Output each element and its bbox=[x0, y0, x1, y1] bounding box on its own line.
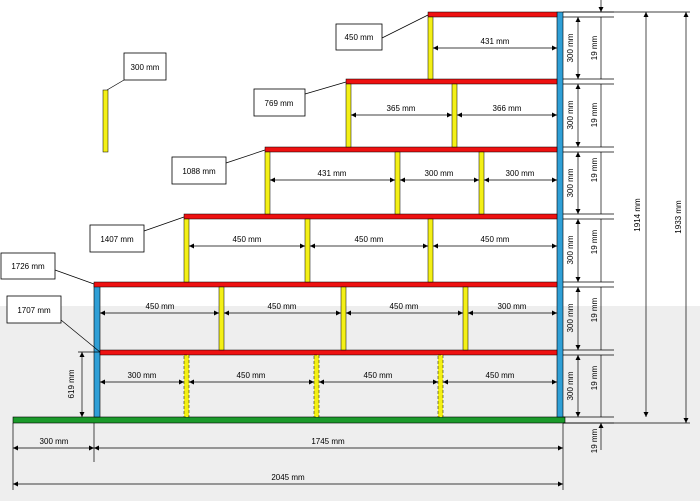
svg-text:300 mm: 300 mm bbox=[506, 169, 535, 178]
dims-row-1: 431 mm bbox=[433, 37, 557, 51]
svg-text:450 mm: 450 mm bbox=[345, 33, 374, 42]
svg-text:300 mm: 300 mm bbox=[566, 235, 575, 264]
shelf-2 bbox=[345, 78, 558, 85]
svg-text:769 mm: 769 mm bbox=[265, 99, 294, 108]
shelf-3 bbox=[264, 146, 558, 153]
svg-text:19 mm: 19 mm bbox=[590, 102, 599, 127]
divider-r6-c bbox=[437, 354, 444, 418]
dims-row-6: 300 mm 450 mm 450 mm 450 mm bbox=[100, 371, 557, 385]
svg-text:450 mm: 450 mm bbox=[233, 235, 262, 244]
callout-top-450: 450 mm bbox=[335, 14, 429, 51]
svg-text:1914 mm: 1914 mm bbox=[633, 198, 642, 232]
shelf-5 bbox=[93, 281, 558, 288]
divider-r2-a bbox=[345, 83, 352, 148]
divider-r3-c bbox=[478, 151, 485, 215]
svg-text:300 mm: 300 mm bbox=[40, 437, 69, 446]
svg-text:300 mm: 300 mm bbox=[498, 302, 527, 311]
svg-text:619 mm: 619 mm bbox=[67, 369, 76, 398]
left-blue-post bbox=[93, 283, 101, 418]
divider-r3-a bbox=[264, 151, 271, 215]
shelf-4 bbox=[183, 213, 558, 220]
svg-text:366 mm: 366 mm bbox=[493, 104, 522, 113]
svg-text:300 mm: 300 mm bbox=[566, 33, 575, 62]
svg-text:19 mm: 19 mm bbox=[590, 297, 599, 322]
svg-text:19 mm: 19 mm bbox=[590, 157, 599, 182]
callout-1726: 1726 mm bbox=[0, 252, 95, 285]
svg-text:431 mm: 431 mm bbox=[318, 169, 347, 178]
right-gap-dims: 300 mm 300 mm 300 mm 300 mm 300 mm 300 m… bbox=[566, 17, 581, 417]
dims-row-2: 365 mm 366 mm bbox=[351, 104, 557, 118]
bottom-extension-lines bbox=[12, 423, 564, 490]
svg-text:450 mm: 450 mm bbox=[364, 371, 393, 380]
dim-619: 619 mm bbox=[67, 351, 100, 417]
dim-1933: 1933 mm bbox=[674, 12, 689, 423]
loose-upright bbox=[102, 89, 109, 153]
dim-bottom-2045: 2045 mm bbox=[13, 473, 563, 487]
svg-text:300 mm: 300 mm bbox=[566, 371, 575, 400]
svg-text:300 mm: 300 mm bbox=[566, 100, 575, 129]
divider-r4-b bbox=[304, 218, 311, 283]
svg-text:19 mm: 19 mm bbox=[590, 365, 599, 390]
svg-text:1726 mm: 1726 mm bbox=[11, 262, 45, 271]
svg-text:365 mm: 365 mm bbox=[387, 104, 416, 113]
svg-text:450 mm: 450 mm bbox=[390, 302, 419, 311]
lower-panel-bg bbox=[0, 306, 700, 501]
dims-row-4: 450 mm 450 mm 450 mm bbox=[189, 235, 557, 249]
svg-text:300 mm: 300 mm bbox=[566, 303, 575, 332]
callout-upright-300: 300 mm bbox=[106, 52, 167, 91]
svg-text:450 mm: 450 mm bbox=[486, 371, 515, 380]
callout-769: 769 mm bbox=[253, 81, 347, 117]
svg-text:1745 mm: 1745 mm bbox=[311, 437, 345, 446]
divider-r4-a bbox=[183, 218, 190, 283]
callout-1088: 1088 mm bbox=[171, 149, 266, 185]
divider-r5-c bbox=[462, 286, 469, 351]
shelf-6 bbox=[99, 349, 558, 356]
divider-r2-b bbox=[451, 83, 458, 148]
svg-text:19 mm: 19 mm bbox=[590, 428, 599, 453]
svg-text:300 mm: 300 mm bbox=[131, 63, 160, 72]
divider-r4-c bbox=[427, 218, 434, 283]
svg-text:1407 mm: 1407 mm bbox=[100, 235, 134, 244]
svg-text:300 mm: 300 mm bbox=[128, 371, 157, 380]
callout-1407: 1407 mm bbox=[89, 216, 185, 253]
divider-r6-a bbox=[183, 354, 190, 418]
dim-1914: 1914 mm bbox=[633, 12, 649, 417]
dim-bottom-1745: 1745 mm bbox=[94, 437, 563, 451]
svg-text:450 mm: 450 mm bbox=[481, 235, 510, 244]
right-blue-post bbox=[556, 11, 564, 418]
svg-text:2045 mm: 2045 mm bbox=[271, 473, 305, 482]
svg-text:450 mm: 450 mm bbox=[268, 302, 297, 311]
svg-text:1707 mm: 1707 mm bbox=[17, 306, 51, 315]
shelf-1 bbox=[427, 11, 558, 18]
svg-text:450 mm: 450 mm bbox=[355, 235, 384, 244]
svg-text:19 mm: 19 mm bbox=[590, 35, 599, 60]
dim-bottom-300: 300 mm bbox=[13, 437, 94, 451]
dims-row-3: 431 mm 300 mm 300 mm bbox=[270, 169, 557, 183]
svg-text:431 mm: 431 mm bbox=[481, 37, 510, 46]
right-thickness-dims: 19 mm 19 mm 19 mm 19 mm 19 mm 19 mm 19 m… bbox=[590, 0, 604, 453]
svg-text:1088 mm: 1088 mm bbox=[182, 167, 216, 176]
dims-row-5: 450 mm 450 mm 450 mm 300 mm bbox=[100, 302, 557, 316]
svg-text:19 mm: 19 mm bbox=[590, 229, 599, 254]
svg-text:300 mm: 300 mm bbox=[566, 168, 575, 197]
svg-text:300 mm: 300 mm bbox=[425, 169, 454, 178]
callout-1707: 1707 mm bbox=[6, 295, 101, 353]
right-extension-lines bbox=[563, 11, 690, 424]
divider-r5-a bbox=[218, 286, 225, 351]
svg-text:450 mm: 450 mm bbox=[237, 371, 266, 380]
svg-text:1933 mm: 1933 mm bbox=[674, 200, 683, 234]
divider-r6-b bbox=[313, 354, 320, 418]
svg-text:450 mm: 450 mm bbox=[146, 302, 175, 311]
divider-r3-b bbox=[394, 151, 401, 215]
floor-bar bbox=[12, 416, 566, 424]
divider-r1-a bbox=[427, 16, 434, 80]
divider-r5-b bbox=[340, 286, 347, 351]
